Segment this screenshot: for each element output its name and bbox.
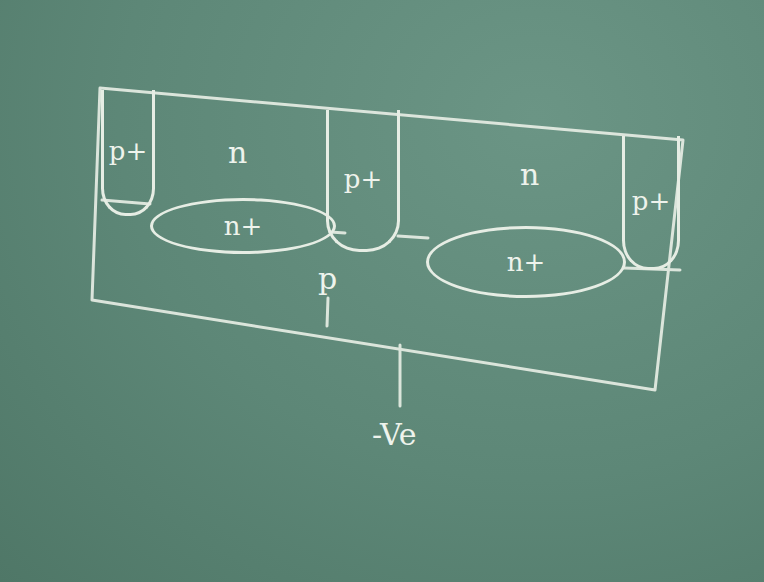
epi-boundary: [102, 200, 150, 204]
region-label: p+: [632, 187, 670, 216]
isolation-diffusion: p+: [326, 110, 400, 252]
region-label: n: [520, 158, 539, 191]
buried-layer: n+: [426, 226, 626, 298]
epi-boundary: [398, 236, 428, 238]
region-label: n: [228, 136, 247, 169]
region-label: p+: [344, 165, 382, 194]
region-label: p+: [109, 137, 147, 166]
isolation-diffusion: p+: [622, 136, 680, 270]
isolation-diffusion: p+: [101, 90, 155, 216]
region-label: n+: [507, 248, 546, 277]
region-label: p: [318, 262, 337, 295]
substrate-contact-wire: [399, 345, 402, 406]
substrate-outline: [92, 88, 683, 390]
buried-layer: n+: [150, 198, 336, 254]
region-mark: [327, 298, 328, 326]
terminal-label: -Ve: [372, 418, 417, 451]
region-label: n+: [224, 212, 263, 241]
epi-boundary: [330, 232, 345, 233]
